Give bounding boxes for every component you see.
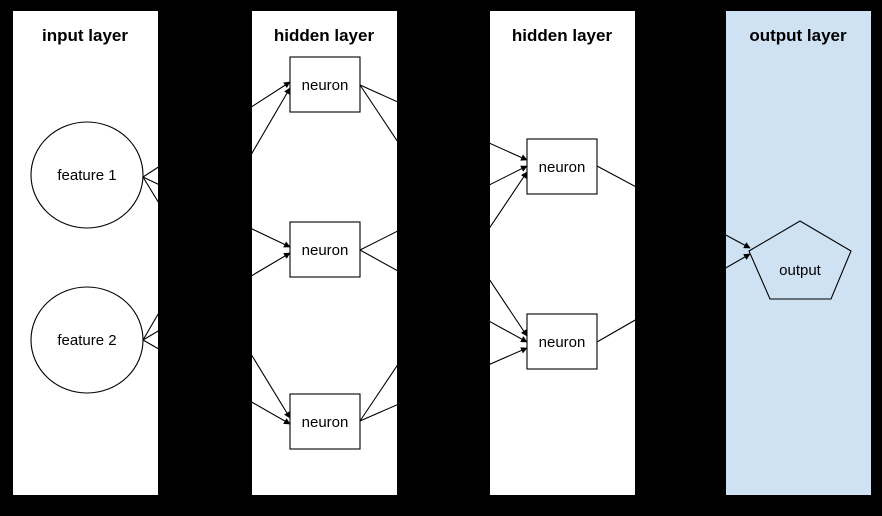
edge-feature1-to-h1n3	[142, 176, 291, 419]
output-pentagon	[748, 220, 852, 300]
node-output: output	[748, 220, 852, 300]
layer-titles: input layer hidden layer hidden layer ou…	[42, 26, 847, 45]
hidden2-neuron1-box	[526, 138, 598, 195]
node-feature-2: feature 2	[30, 286, 144, 394]
feature-2-label: feature 2	[57, 332, 116, 349]
input-layer-title: input layer	[42, 26, 128, 45]
edge-h1n3-to-h2n2	[359, 347, 528, 422]
hidden2-neuron1-label: neuron	[539, 159, 586, 176]
hidden1-neuron1-box	[289, 56, 361, 113]
edge-h2n1-to-output	[596, 165, 751, 249]
node-hidden2-neuron2: neuron	[526, 313, 598, 370]
feature-2-circle	[30, 286, 144, 394]
panel-input-layer	[13, 11, 158, 495]
node-hidden1-neuron3: neuron	[289, 393, 361, 450]
output-layer-title: output layer	[749, 26, 847, 45]
feature-1-circle	[30, 121, 144, 229]
connection-edges	[142, 81, 751, 425]
hidden1-neuron3-label: neuron	[302, 414, 349, 431]
hidden-layer-1-title: hidden layer	[274, 26, 375, 45]
node-hidden2-neuron1: neuron	[526, 138, 598, 195]
hidden1-neuron2-box	[289, 221, 361, 278]
node-feature-1: feature 1	[30, 121, 144, 229]
output-label: output	[779, 262, 822, 279]
edge-h1n2-to-h2n2	[359, 249, 528, 343]
hidden-layer-2-title: hidden layer	[512, 26, 613, 45]
edge-h1n2-to-h2n1	[359, 165, 528, 251]
hidden2-neuron2-box	[526, 313, 598, 370]
edge-feature2-to-h1n3	[142, 339, 291, 425]
node-hidden1-neuron1: neuron	[289, 56, 361, 113]
hidden1-neuron1-label: neuron	[302, 77, 349, 94]
hidden2-neuron2-label: neuron	[539, 334, 586, 351]
edge-h1n1-to-h2n2	[359, 84, 528, 337]
nodes: feature 1 feature 2 neuron neuron neuron…	[30, 56, 852, 450]
hidden1-neuron2-label: neuron	[302, 242, 349, 259]
edge-h2n2-to-output	[596, 253, 751, 343]
edge-feature2-to-h1n1	[142, 87, 291, 341]
feature-1-label: feature 1	[57, 167, 116, 184]
hidden1-neuron3-box	[289, 393, 361, 450]
edge-h1n1-to-h2n1	[359, 84, 528, 161]
node-hidden1-neuron2: neuron	[289, 221, 361, 278]
layer-panels	[13, 11, 871, 495]
edge-feature1-to-h1n1	[142, 81, 291, 178]
panel-hidden-layer-2	[490, 11, 635, 495]
edge-feature1-to-h1n2	[142, 176, 291, 248]
